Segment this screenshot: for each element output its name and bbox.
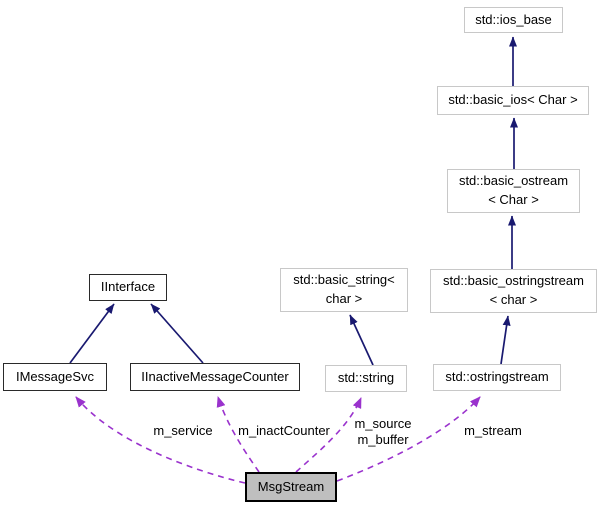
node-label: MsgStream xyxy=(257,478,325,494)
arrow-ostringstream-to-basicostringstream xyxy=(500,315,511,365)
node-iinterface[interactable]: IInterface xyxy=(89,274,167,301)
arrow-msgstream-to-string xyxy=(295,397,362,473)
inheritance-arrows xyxy=(69,36,518,366)
node-msgstream[interactable]: MsgStream xyxy=(245,472,337,502)
node-label: std::basic_ostringstream xyxy=(443,273,584,289)
node-label: IMessageSvc xyxy=(15,368,95,384)
arrow-msgstream-to-ostringstream xyxy=(336,396,481,482)
node-std-ios-base: std::ios_base xyxy=(464,7,563,33)
edge-label-m-source-m-buffer: m_source m_buffer xyxy=(350,416,416,447)
node-label: IInactiveMessageCounter xyxy=(141,368,289,384)
node-label: std::basic_ios< Char > xyxy=(448,92,578,108)
node-std-basic-ostream: std::basic_ostream < Char > xyxy=(447,169,580,213)
node-imessagesvc[interactable]: IMessageSvc xyxy=(3,363,107,391)
usage-arrows xyxy=(75,396,481,484)
node-std-basic-ios: std::basic_ios< Char > xyxy=(437,86,589,115)
arrow-msgstream-to-imessagesvc xyxy=(75,396,246,484)
node-label: IInterface xyxy=(100,279,156,295)
node-iinactivemessagecounter[interactable]: IInactiveMessageCounter xyxy=(130,363,300,391)
arrow-msgstream-to-iinactivemessagecounter xyxy=(216,396,260,473)
edge-label-line: m_source xyxy=(354,416,412,431)
node-label: std::ios_base xyxy=(475,11,552,27)
node-label: < Char > xyxy=(488,192,539,207)
node-label: std::basic_ostream xyxy=(458,173,569,189)
node-std-string: std::string xyxy=(325,365,407,392)
node-std-basic-ostringstream: std::basic_ostringstream < char > xyxy=(430,269,597,313)
edge-label-line: m_buffer xyxy=(357,431,409,447)
edge-label-m-service: m_service xyxy=(153,423,213,438)
node-label: std::basic_string< xyxy=(293,272,395,288)
arrow-imessagesvc-to-iinterface xyxy=(69,303,115,364)
node-label: char > xyxy=(325,291,363,306)
node-label: std::string xyxy=(337,370,395,386)
node-std-ostringstream: std::ostringstream xyxy=(433,364,561,391)
arrow-iinactivemessagecounter-to-iinterface xyxy=(150,303,204,364)
edge-label-m-inactcounter: m_inactCounter xyxy=(238,423,330,438)
node-std-basic-string: std::basic_string< char > xyxy=(280,268,408,312)
edge-label-m-stream: m_stream xyxy=(464,423,522,438)
node-label: < char > xyxy=(489,292,538,307)
arrow-string-to-basicstring xyxy=(349,314,374,366)
node-label: std::ostringstream xyxy=(445,369,549,385)
